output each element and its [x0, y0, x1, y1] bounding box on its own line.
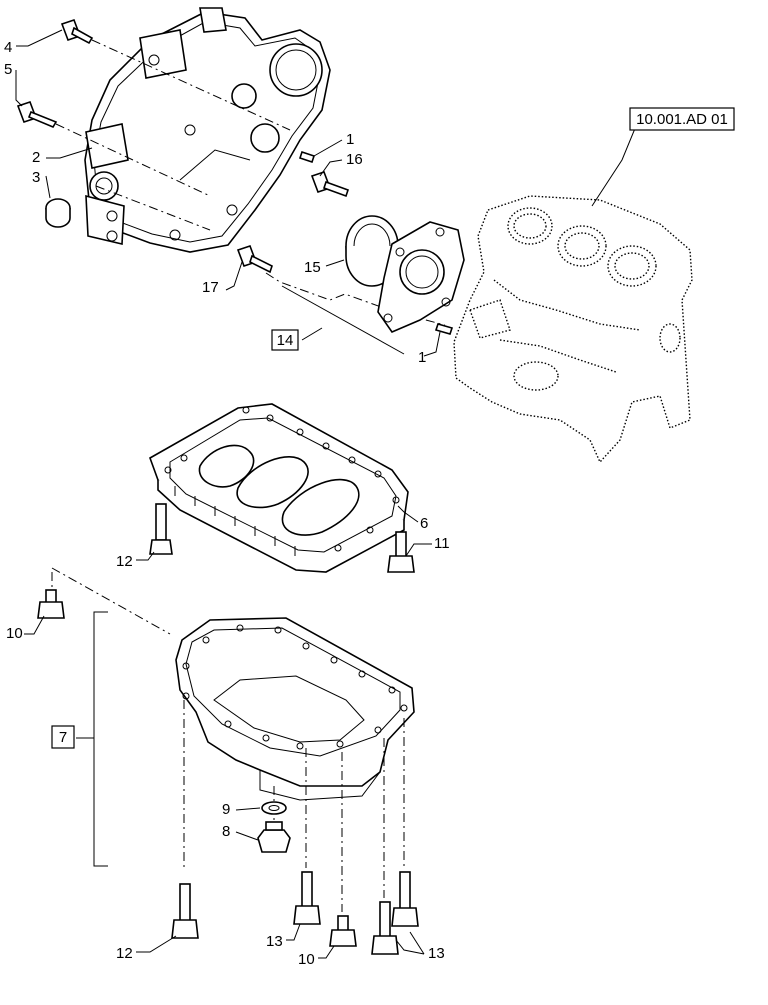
callout-12-lower: 12 — [116, 945, 133, 962]
callout-17: 17 — [202, 279, 219, 296]
flywheel-housing — [84, 7, 331, 253]
callout-1-lower: 1 — [418, 349, 426, 366]
oil-pan — [175, 617, 415, 801]
seal-carrier — [377, 221, 465, 333]
bolt-part-13-left — [293, 871, 321, 925]
bolt-part-5 — [16, 100, 58, 129]
dowel-pin-part-1-upper — [298, 150, 316, 164]
drain-plug-part-8 — [257, 821, 291, 853]
callout-13-right: 13 — [428, 945, 445, 962]
callout-5: 5 — [4, 61, 12, 78]
callout-13-left: 13 — [266, 933, 283, 950]
callout-2: 2 — [32, 149, 40, 166]
callout-15: 15 — [304, 259, 321, 276]
oil-pan-adapter-plate — [149, 403, 409, 573]
callout-6: 6 — [420, 515, 428, 532]
callout-9: 9 — [222, 801, 230, 818]
callout-3: 3 — [32, 169, 40, 186]
callout-box-7 — [51, 725, 75, 749]
callout-box-14 — [271, 329, 299, 351]
callout-7: 7 — [59, 729, 67, 746]
bolt-part-13-mid — [371, 901, 399, 955]
reference-box[interactable] — [629, 107, 735, 131]
washer-part-9 — [261, 801, 287, 815]
plug-part-3 — [45, 198, 71, 228]
bolt-part-11 — [387, 531, 415, 573]
bolt-part-17 — [236, 244, 273, 274]
callout-4: 4 — [4, 39, 12, 56]
callout-8: 8 — [222, 823, 230, 840]
bolt-part-10-upper — [37, 589, 65, 619]
bolt-part-16 — [310, 170, 350, 198]
callout-11: 11 — [434, 535, 450, 552]
bolt-part-4 — [60, 18, 94, 45]
callout-10-upper: 10 — [6, 625, 23, 642]
bolt-part-13-right — [391, 871, 419, 927]
dowel-pin-part-1-lower — [434, 323, 454, 335]
reference-label[interactable]: 10.001.AD 01 — [636, 111, 728, 128]
callout-10-lower: 10 — [298, 951, 315, 968]
engine-block-reference — [453, 195, 693, 464]
bolt-part-12-lower — [171, 883, 199, 939]
callout-12-upper: 12 — [116, 553, 133, 570]
bolt-part-12-upper — [149, 503, 173, 555]
callout-16: 16 — [346, 151, 363, 168]
bolt-part-10-lower — [329, 915, 357, 947]
callout-14: 14 — [277, 332, 294, 349]
callout-1-upper: 1 — [346, 131, 354, 148]
